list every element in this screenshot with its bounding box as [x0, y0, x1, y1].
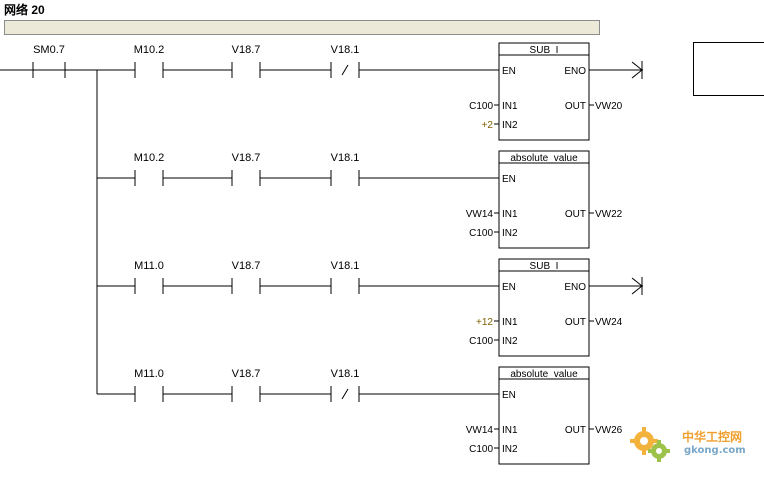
function-block[interactable]: [498, 150, 590, 249]
eno-arrow-upper: [631, 277, 643, 287]
block-in1-operand: VW14: [466, 425, 494, 436]
block-in2-pin: IN2: [502, 336, 518, 347]
block-eno-pin: ENO: [564, 282, 586, 293]
contact-label: V18.7: [232, 152, 261, 164]
block-in1-operand: VW14: [466, 209, 494, 220]
contact-label: M11.0: [134, 260, 164, 272]
block-out-pin: OUT: [565, 209, 586, 220]
block-en-pin: EN: [502, 66, 516, 77]
eno-arrow-lower: [631, 69, 643, 79]
block-out-pin: OUT: [565, 317, 586, 328]
eno-arrow-lower: [631, 285, 643, 295]
block-out-operand: VW26: [595, 425, 623, 436]
gear-logo-icon: [630, 427, 670, 462]
contact-label: SM0.7: [33, 44, 65, 56]
contact-label: V18.1: [331, 368, 360, 380]
contact-label: V18.1: [331, 260, 360, 272]
block-in2-operand: C100: [469, 336, 493, 347]
contact-label: V18.1: [331, 152, 360, 164]
network-title: 网络 20: [4, 3, 45, 17]
block-out-operand: VW22: [595, 209, 623, 220]
block-in1-pin: IN1: [502, 317, 518, 328]
block-in2-operand: C100: [469, 228, 493, 239]
block-in2-operand: +2: [482, 120, 494, 131]
block-in2-operand: C100: [469, 444, 493, 455]
contact-label: M10.2: [134, 152, 165, 164]
block-out-pin: OUT: [565, 425, 586, 436]
block-name: SUB_I: [530, 261, 559, 272]
block-out-pin: OUT: [565, 101, 586, 112]
contact-nc-slash: [341, 64, 349, 76]
block-in1-operand: C100: [469, 101, 493, 112]
function-block[interactable]: [498, 366, 590, 465]
block-in2-pin: IN2: [502, 120, 518, 131]
watermark: 中华工控网 gkong.com: [628, 424, 758, 468]
side-panel-box: [693, 42, 764, 96]
contact-label: M11.0: [134, 368, 164, 380]
block-out-operand: VW20: [595, 101, 623, 112]
block-in1-pin: IN1: [502, 209, 518, 220]
contact-label: V18.7: [232, 44, 261, 56]
eno-arrow-upper: [631, 61, 643, 71]
contact-nc-slash: [341, 388, 349, 400]
watermark-brand: 中华工控网: [682, 430, 743, 444]
block-out-operand: VW24: [595, 317, 623, 328]
watermark-url: gkong.com: [684, 445, 746, 456]
contact-label: V18.7: [232, 368, 261, 380]
contact-label: V18.1: [331, 44, 360, 56]
block-in1-pin: IN1: [502, 425, 518, 436]
block-name: absolute_value: [510, 369, 578, 380]
block-in1-pin: IN1: [502, 101, 518, 112]
network-comment-bar[interactable]: [4, 20, 600, 35]
contact-label: M10.2: [134, 44, 165, 56]
block-en-pin: EN: [502, 282, 516, 293]
block-name: SUB_I: [530, 45, 559, 56]
function-block[interactable]: [498, 42, 590, 141]
function-block[interactable]: [498, 258, 590, 357]
block-in2-pin: IN2: [502, 444, 518, 455]
block-eno-pin: ENO: [564, 66, 586, 77]
block-en-pin: EN: [502, 174, 516, 185]
block-name: absolute_value: [510, 153, 578, 164]
block-in2-pin: IN2: [502, 228, 518, 239]
contact-label: V18.7: [232, 260, 261, 272]
block-in1-operand: +12: [476, 317, 493, 328]
block-en-pin: EN: [502, 390, 516, 401]
